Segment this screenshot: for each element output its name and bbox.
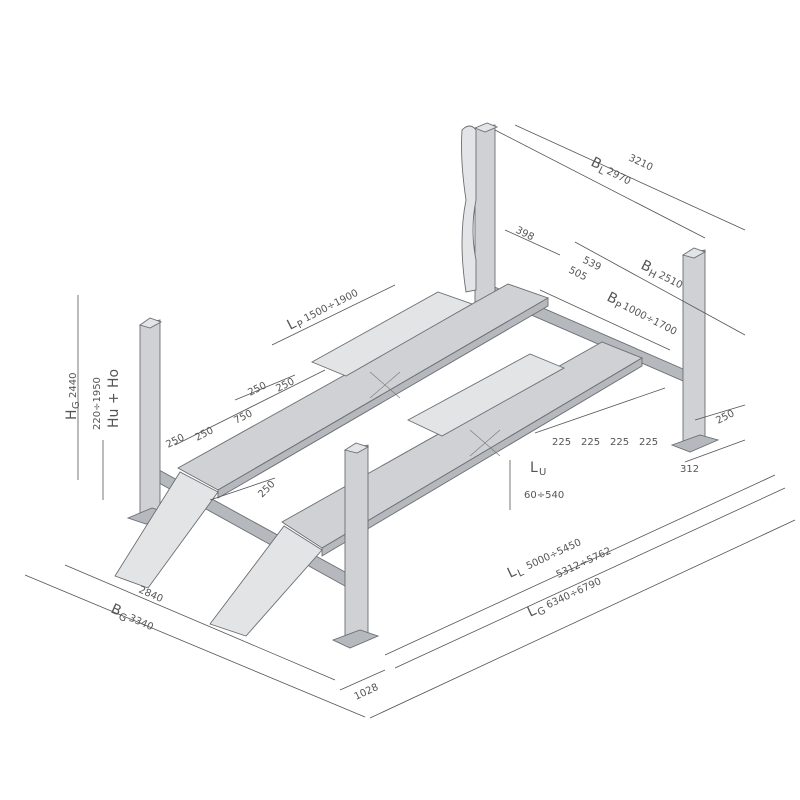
post-back-right [682,249,706,448]
base-plate [670,434,720,453]
dim-hg-symbol: H [64,409,80,420]
dim-plate-seg-1: 225 [552,437,571,448]
dim-runway-seg-2: 250 [193,425,215,443]
dim-hg-sub: G [71,401,82,409]
dim-2840: 2840 [137,585,165,605]
dim-bh-sub: H [646,268,658,281]
dim-398: 398 [514,225,536,243]
dim-runway-seg-5: 250 [274,376,296,394]
dim-plate-seg-3: 225 [610,437,629,448]
dim-1028: 1028 [353,682,381,703]
dim-runway-seg-1: 250 [164,432,186,450]
base-plate [331,629,380,649]
cable-cover [461,125,477,293]
dim-lu-value: 60÷540 [524,490,564,501]
post-cap [681,247,707,259]
dim-lu-symbol: L [530,460,538,476]
dim-right-250: 250 [714,408,736,426]
dim-312: 312 [680,464,699,475]
dim-plate-seg-4: 225 [639,437,658,448]
dim-bp-value: 1000÷1700 [621,301,679,338]
dimension-labels: 3210 B L 2970 B H 2510 B P 1000÷1700 398… [64,153,736,703]
post-cap [473,122,499,133]
right-runway-side [321,357,643,557]
dim-hu-ho-label: Hu + Ho [106,369,122,428]
dim-bg-sub: G [117,611,129,624]
dim-bp-sub: P [612,300,622,313]
dim-505: 505 [567,265,589,283]
dim-lu-sub: U [539,467,546,478]
jacking-table-left [310,291,474,377]
scissor-left [369,371,401,399]
post-front-left [139,319,161,521]
scissor-right [469,429,501,457]
dim-runway-seg-4: 250 [246,380,268,398]
dim-bh-value: 2510 [656,270,684,291]
left-ramp [114,471,219,589]
dim-3210: 3210 [627,153,655,174]
right-ramp [209,525,323,637]
left-runway-side [217,297,549,499]
post-front-right [344,444,369,644]
dim-lg-value: 6340÷6790 [545,576,603,611]
post-cap [138,317,163,329]
dim-hu-ho-value: 220÷1950 [92,377,103,430]
lift-structure [114,122,720,649]
dimension-lines [24,124,796,719]
dim-hg-value: 2440 [68,373,79,398]
dim-lg-sub: G [536,605,548,618]
dim-plate-seg-2: 225 [581,437,600,448]
dim-lp-sub: P [296,319,306,332]
dim-bl-value: 2970 [605,166,633,187]
dim-runway-seg-3: 750 [232,408,254,426]
dim-bg-value: 3340 [127,613,155,633]
jacking-table-right [407,353,566,437]
dim-bl-sub: L [596,165,606,178]
post-cap [343,442,370,454]
dim-ll-sub: L [516,567,526,580]
dim-ramp-250: 250 [256,479,277,500]
